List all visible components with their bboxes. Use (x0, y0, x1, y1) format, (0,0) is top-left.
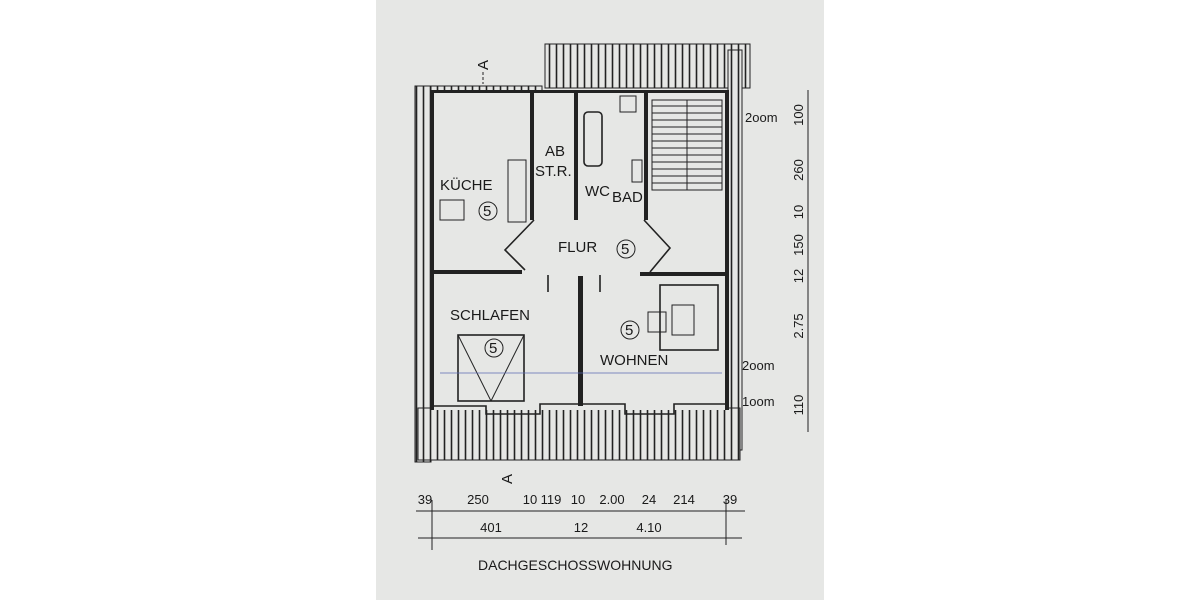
dim-right-4: 12 (791, 269, 806, 283)
dim-right-5: 2.75 (791, 313, 806, 338)
wall-kitchen-store (530, 90, 534, 220)
wall-left (430, 90, 434, 410)
wall-kitchen-bedroom (432, 270, 522, 274)
dim-bottom-top-4: 10 (571, 492, 585, 507)
label-bad: BAD (612, 189, 643, 206)
section-marker-bottom: A (499, 474, 516, 484)
svg-text:5: 5 (621, 241, 629, 258)
dim-right-3: 150 (791, 234, 806, 256)
dim-bottom-bottom-1: 12 (574, 520, 588, 535)
svg-text:5: 5 (625, 322, 633, 339)
dim-bottom-top-6: 24 (642, 492, 656, 507)
svg-text:5: 5 (483, 203, 491, 220)
roof-top-right (544, 43, 751, 89)
roof-left (414, 85, 432, 463)
wall-hall-living (640, 272, 728, 276)
circle-marks: 5 5 5 5 (478, 201, 640, 358)
dim-right-1: 260 (791, 159, 806, 181)
hall-door-swings (503, 219, 672, 292)
svg-text:5: 5 (489, 340, 497, 357)
height-mark-2: 2oom (742, 358, 775, 373)
label-abstr-2: ST.R. (535, 163, 572, 180)
dim-bottom-bottom-0: 401 (480, 520, 502, 535)
roof-right (727, 49, 743, 451)
label-kueche: KÜCHE (440, 176, 493, 194)
wall-store-bath (574, 90, 578, 220)
sofa-set (647, 284, 719, 351)
kitchen-table (439, 199, 465, 221)
bathtub (583, 111, 603, 167)
dim-right-6: 110 (791, 395, 806, 416)
label-flur: FLUR (558, 239, 597, 256)
dim-bottom-top-0: 39 (418, 492, 432, 507)
height-mark-3: 1oom (742, 394, 775, 409)
staircase (651, 99, 723, 191)
bed (457, 334, 525, 402)
roof-bottom (417, 407, 741, 461)
label-wohnen: WOHNEN (600, 352, 668, 369)
height-mark-1: 2oom (745, 110, 778, 125)
dim-right-0: 100 (791, 104, 806, 126)
washbasin (619, 95, 637, 113)
dim-bottom-top-5: 2.00 (599, 492, 624, 507)
wall-bath-stairs (644, 90, 648, 220)
dim-bottom-top-3: 119 (541, 492, 562, 507)
wall-right (725, 90, 729, 410)
kitchen-counter (507, 159, 527, 223)
toilet (631, 159, 643, 183)
dim-bottom-top-7: 214 (673, 492, 695, 507)
section-marker-top: A (475, 60, 492, 70)
label-schlafen: SCHLAFEN (450, 307, 530, 324)
dim-bottom-top-2: 10 (523, 492, 537, 507)
wall-top (430, 90, 728, 93)
dim-right-2: 10 (791, 205, 806, 219)
label-wc: WC (585, 183, 610, 200)
dim-bottom-bottom-2: 4.10 (636, 520, 661, 535)
wall-bedroom-living (578, 276, 583, 406)
label-abstr-1: AB (545, 143, 565, 160)
dim-bottom-top-8: 39 (723, 492, 737, 507)
dim-bottom-top-1: 250 (467, 492, 489, 507)
plan-title: DACHGESCHOSSWOHNUNG (478, 557, 672, 573)
